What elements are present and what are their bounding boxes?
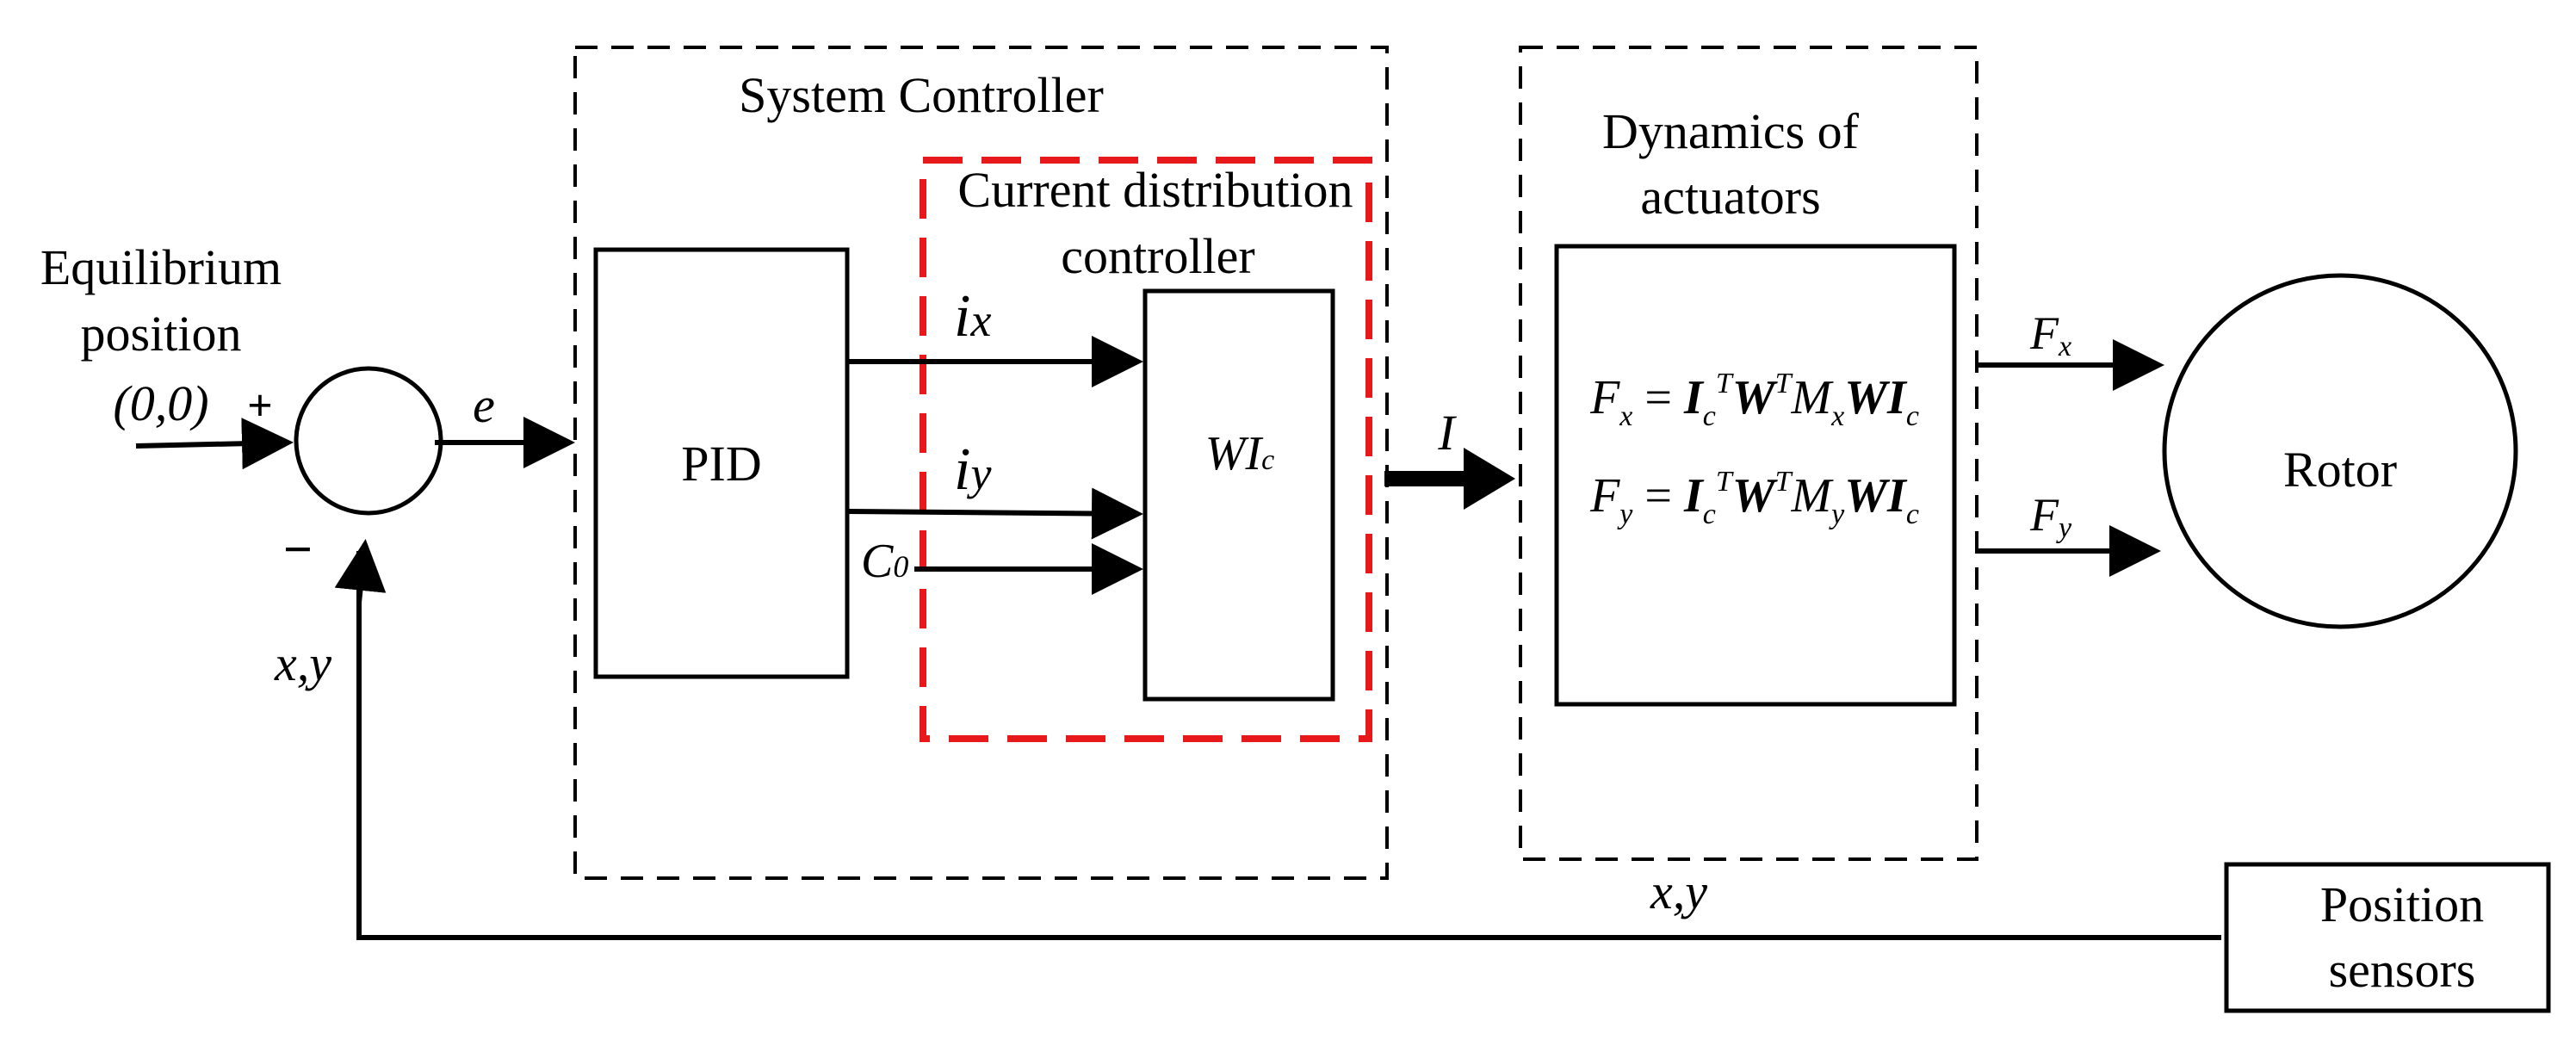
current-arrow-head	[1464, 448, 1515, 510]
iy-arrow	[846, 487, 1143, 540]
rotor-label: Rotor	[2283, 442, 2397, 498]
c0-label: C0	[861, 535, 908, 588]
feedback-xy-bottom: x,y	[1650, 864, 1707, 919]
current-label: I	[1437, 405, 1457, 461]
ix-label: ix	[954, 283, 991, 350]
input-label-line1: Equilibrium	[40, 239, 282, 295]
system-controller-box	[573, 46, 1389, 880]
rotor-circle	[2162, 273, 2518, 629]
iy-label: iy	[954, 436, 991, 503]
wic-label: WIc	[1205, 427, 1274, 480]
input-label-line2: position	[81, 306, 242, 362]
position-sensors-block	[2224, 862, 2551, 1013]
fy-label: Fy	[2029, 489, 2072, 544]
plus-sign: +	[247, 381, 273, 430]
dynamics-equation-block	[1554, 244, 1957, 707]
pid-label: PID	[681, 436, 761, 492]
current-distribution-title-line2: controller	[1061, 228, 1254, 284]
feedback-line	[356, 551, 2221, 940]
position-sensors-line1: Position	[2320, 876, 2484, 932]
current-distribution-title-line1: Current distribution	[957, 162, 1353, 218]
wic-block	[1142, 288, 1335, 702]
pid-block	[593, 247, 850, 679]
feedback-arrow	[334, 539, 387, 604]
dynamics-title-line2: actuators	[1640, 169, 1820, 225]
input-coords: (0,0)	[113, 375, 208, 431]
dynamics-box	[1519, 46, 1978, 861]
fx-label: Fx	[2029, 307, 2071, 362]
error-label: e	[473, 377, 495, 433]
input-arrow	[135, 418, 294, 470]
system-controller-title: System Controller	[739, 67, 1104, 123]
equation-fy: Fy = IcTWTMyWIc	[1589, 466, 1919, 530]
summing-junction	[294, 366, 443, 516]
dynamics-title-line1: Dynamics of	[1602, 103, 1860, 159]
equation-fx: Fx = IcTWTMxWIc	[1589, 368, 1919, 432]
position-sensors-line2: sensors	[2329, 942, 2476, 998]
feedback-xy-left: x,y	[274, 635, 331, 691]
current-distribution-box	[920, 157, 1372, 742]
minus-sign: −	[283, 521, 313, 578]
